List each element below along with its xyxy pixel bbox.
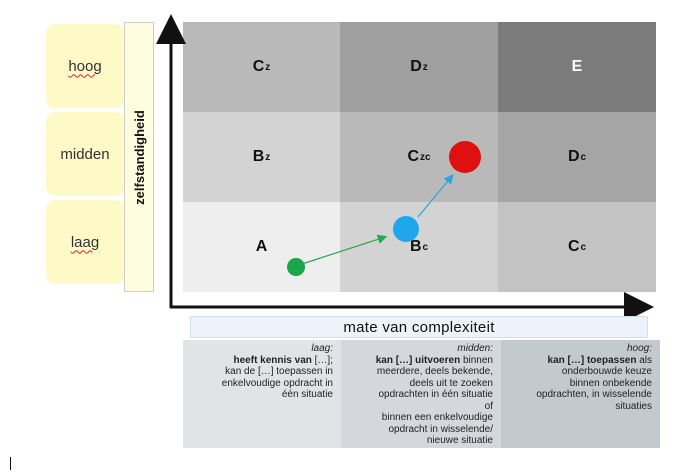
description-text: […]; <box>311 354 333 366</box>
cell-subscript: zc <box>420 151 431 163</box>
cell-subscript: c <box>580 151 587 163</box>
description-text: als <box>636 354 652 366</box>
cell-subscript: z <box>422 61 428 73</box>
matrix-cell-e: E <box>498 22 656 112</box>
description-bold: kan […] toepassen <box>547 354 637 366</box>
description-line: nieuwe situatie <box>426 435 493 446</box>
description-line: binnen een enkelvoudige <box>381 412 493 423</box>
y-level-label: hoog <box>68 57 102 75</box>
y-axis-title-band <box>124 22 154 292</box>
blue-dot <box>393 216 419 242</box>
cell-letter: D <box>410 58 422 75</box>
matrix-cell-a: A <box>183 202 340 292</box>
cell-letter: E <box>571 58 583 75</box>
description-line: meerdere, deels bekende, <box>376 366 493 377</box>
description-laag: laag: heeft kennis van […]; kan de […] t… <box>183 340 341 448</box>
progress-arrow-green <box>301 234 388 265</box>
red-dot <box>449 141 481 173</box>
description-hoog: hoog: kan […] toepassen als onderbouwde … <box>501 340 660 448</box>
y-level-laag: laag <box>46 200 124 284</box>
y-level-label: midden <box>60 145 110 163</box>
x-axis-title-text: mate van complexiteit <box>343 318 495 336</box>
cell-subscript: c <box>422 241 429 253</box>
description-title: midden: <box>457 343 493 354</box>
description-line: situaties <box>615 400 652 412</box>
description-line: of <box>484 400 493 412</box>
cell-letter: C <box>407 148 419 165</box>
cell-letter: C <box>567 238 580 255</box>
description-line: opdrachten in één situatie <box>378 389 493 400</box>
description-bold: heeft kennis van <box>233 354 312 366</box>
description-title: laag: <box>311 343 333 354</box>
description-lines: meerdere, deels bekende,deels uit te zoe… <box>349 366 493 447</box>
cell-letter: C <box>252 58 265 75</box>
cell-letter: A <box>255 238 268 255</box>
cell-letter: B <box>409 238 422 255</box>
cell-letter: D <box>567 148 580 165</box>
description-line: deels uit te zoeken <box>409 377 493 389</box>
cell-letter: B <box>252 148 265 165</box>
green-dot <box>287 258 305 276</box>
description-line: opdrachten, in wisselende <box>536 389 652 400</box>
description-bold: kan […] uitvoeren <box>375 354 461 366</box>
y-level-label: laag <box>70 233 100 251</box>
description-line: binnen onbekende <box>569 377 652 389</box>
description-midden: midden: kan […] uitvoeren binnen meerder… <box>341 340 501 448</box>
description-line: enkelvoudige opdracht in <box>221 377 333 389</box>
cell-subscript: z <box>265 61 271 73</box>
progress-arrow-blue <box>417 174 454 218</box>
description-title: hoog: <box>626 343 652 354</box>
text-cursor <box>10 457 11 470</box>
description-line: één situatie <box>281 389 333 400</box>
cell-subscript: c <box>580 241 587 253</box>
description-line: kan de […] toepassen in <box>225 366 333 377</box>
y-level-hoog: hoog <box>46 24 124 108</box>
cell-subscript: z <box>265 151 271 163</box>
description-line: opdracht in wisselende/ <box>388 423 493 435</box>
description-line: onderbouwde keuze <box>561 366 652 377</box>
description-text: binnen <box>460 354 493 366</box>
y-level-midden: midden <box>46 112 124 196</box>
x-axis-title: mate van complexiteit <box>190 316 648 338</box>
